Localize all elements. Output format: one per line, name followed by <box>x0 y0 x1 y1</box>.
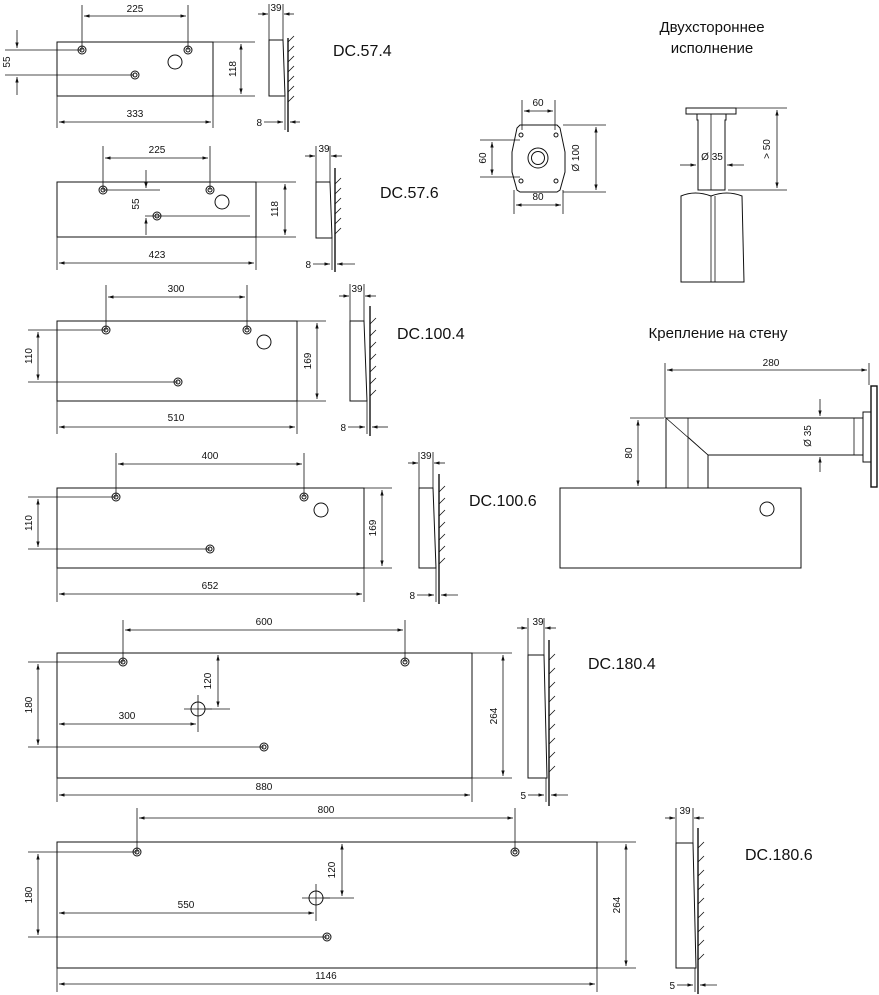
gap-value: 5 <box>669 981 675 992</box>
top-spacing-value: 800 <box>318 805 335 816</box>
pole-diameter-value: Ø 35 <box>701 152 723 163</box>
flange-top-value: 60 <box>532 98 544 109</box>
flange-side-value: 60 <box>478 152 489 164</box>
offset-value: 180 <box>24 696 35 713</box>
side-view <box>349 320 368 402</box>
height-value: 169 <box>368 519 379 536</box>
cable-hole <box>759 501 775 517</box>
model-label: DC.57.4 <box>333 43 392 60</box>
model-label: DC.180.6 <box>745 847 813 864</box>
gap-value: 5 <box>520 791 526 802</box>
height-value: 264 <box>612 896 623 913</box>
offset-value: 180 <box>24 886 35 903</box>
pole-length-value: > 50 <box>762 139 773 159</box>
gap-value: 8 <box>340 423 346 434</box>
top-spacing-value: 225 <box>127 4 144 15</box>
cable-hole <box>313 502 329 518</box>
offset-value: 110 <box>24 348 35 364</box>
flange-bottom-value: 80 <box>532 192 544 203</box>
top-spacing-value: 225 <box>149 145 166 156</box>
hole-horizontal-value: 300 <box>119 711 136 722</box>
hole-vertical-value: 120 <box>203 672 214 689</box>
width-value: 423 <box>149 250 166 261</box>
panel-front <box>56 181 257 238</box>
depth-value: 39 <box>351 284 363 295</box>
width-value: 652 <box>202 581 219 592</box>
panel-front <box>56 841 598 969</box>
side-view <box>527 654 548 779</box>
wall-mount-title: Крепление на стену <box>649 325 788 342</box>
top-spacing-value: 300 <box>168 284 185 295</box>
depth-value: 39 <box>270 3 282 14</box>
flange-diameter-value: Ø 100 <box>571 144 582 172</box>
pole-mount: > 50 Ø 35 <box>680 107 787 283</box>
wall-bracket: 280 80 Ø 35 <box>559 358 878 569</box>
model-dc-180-6: 264 800 180 120 550 1146 39 5 <box>24 805 813 994</box>
side-view <box>315 181 333 239</box>
height-value: 118 <box>228 61 239 77</box>
top-spacing-value: 600 <box>256 617 273 628</box>
width-value: 1146 <box>315 971 337 982</box>
model-label: DC.57.6 <box>380 185 439 202</box>
height-value: 169 <box>303 352 314 369</box>
offset-value: 55 <box>2 56 13 68</box>
depth-value: 39 <box>679 806 691 817</box>
bracket-diameter-value: Ø 35 <box>803 425 814 447</box>
cable-hole <box>167 54 183 70</box>
side-view <box>268 39 286 97</box>
depth-value: 39 <box>532 617 544 628</box>
hole-vertical-value: 120 <box>327 861 338 878</box>
gap-value: 8 <box>409 591 415 602</box>
depth-value: 39 <box>420 451 432 462</box>
model-dc-100-6: 169 400 110 652 39 8 DC.100.6 <box>24 451 537 604</box>
model-dc-57-4: 118 225 55 333 39 8 DC.57.4 <box>2 3 392 132</box>
gap-value: 8 <box>305 260 311 271</box>
double-sided-title-line2: исполнение <box>671 40 753 57</box>
depth-value: 39 <box>318 144 330 155</box>
side-view <box>675 842 697 969</box>
side-view <box>418 487 437 569</box>
model-dc-100-4: 169 300 110 510 39 8 DC.100.4 <box>24 284 465 436</box>
model-label: DC.100.6 <box>469 493 537 510</box>
model-dc-57-6: 118 225 55 423 39 8 DC.57.6 <box>56 144 439 272</box>
top-spacing-value: 400 <box>202 451 219 462</box>
offset-value: 55 <box>131 198 142 210</box>
bracket-height-value: 80 <box>624 447 635 459</box>
gap-value: 8 <box>256 118 262 129</box>
width-value: 333 <box>127 109 144 120</box>
panel-front <box>56 487 365 569</box>
width-value: 510 <box>168 413 185 424</box>
model-label: DC.100.4 <box>397 326 465 343</box>
cable-hole <box>256 334 272 350</box>
panel-front <box>56 652 473 779</box>
panel-front <box>56 320 298 402</box>
cable-hole <box>214 194 230 210</box>
model-dc-180-4: 264 600 180 120 300 880 39 <box>24 617 656 806</box>
height-value: 118 <box>270 201 281 217</box>
offset-value: 110 <box>24 515 35 531</box>
panel-front <box>56 41 214 97</box>
model-label: DC.180.4 <box>588 656 656 673</box>
hole-horizontal-value: 550 <box>178 900 195 911</box>
flange-plate: 60 60 Ø 100 80 <box>478 98 606 214</box>
bracket-length-value: 280 <box>763 358 780 369</box>
double-sided-title-line1: Двухстороннее <box>659 19 764 36</box>
width-value: 880 <box>256 782 273 793</box>
height-value: 264 <box>489 707 500 724</box>
